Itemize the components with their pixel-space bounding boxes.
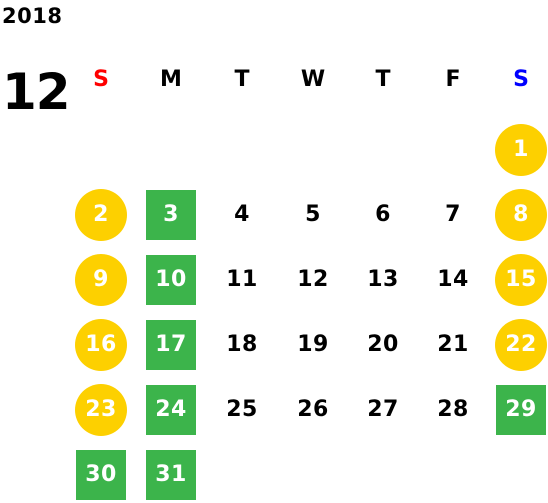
month-number: 12 [2,63,71,121]
day-cell-6[interactable]: 6 [375,202,391,227]
day-cell-21[interactable]: 21 [437,332,469,357]
day-cell-30[interactable]: 30 [76,450,126,500]
weekday-header-friday: F [445,67,461,92]
weekday-header-wednesday: W [300,67,326,92]
day-cell-31[interactable]: 31 [146,450,196,500]
day-cell-15[interactable]: 15 [495,254,547,306]
day-cell-18[interactable]: 18 [226,332,258,357]
weekday-header-sunday: S [93,67,109,92]
day-cell-23[interactable]: 23 [75,384,127,436]
day-cell-3[interactable]: 3 [146,190,196,240]
day-cell-28[interactable]: 28 [437,397,469,422]
day-cell-4[interactable]: 4 [234,202,250,227]
day-cell-11[interactable]: 11 [226,267,258,292]
day-cell-7[interactable]: 7 [445,202,461,227]
day-cell-5[interactable]: 5 [305,202,321,227]
weekday-header-monday: M [160,67,182,92]
day-cell-26[interactable]: 26 [297,397,329,422]
day-cell-20[interactable]: 20 [367,332,399,357]
day-cell-12[interactable]: 12 [297,267,329,292]
day-cell-2[interactable]: 2 [75,189,127,241]
year-label: 2018 [2,4,63,28]
day-cell-27[interactable]: 27 [367,397,399,422]
day-cell-13[interactable]: 13 [367,267,399,292]
day-cell-14[interactable]: 14 [437,267,469,292]
day-cell-22[interactable]: 22 [495,319,547,371]
weekday-header-saturday: S [513,67,529,92]
day-cell-25[interactable]: 25 [226,397,258,422]
weekday-header-tuesday: T [234,67,250,92]
day-cell-1[interactable]: 1 [495,124,547,176]
weekday-header-thursday: T [375,67,391,92]
day-cell-8[interactable]: 8 [495,189,547,241]
day-cell-16[interactable]: 16 [75,319,127,371]
day-cell-24[interactable]: 24 [146,385,196,435]
day-cell-17[interactable]: 17 [146,320,196,370]
day-cell-9[interactable]: 9 [75,254,127,306]
day-cell-10[interactable]: 10 [146,255,196,305]
day-cell-19[interactable]: 19 [297,332,329,357]
day-cell-29[interactable]: 29 [496,385,546,435]
